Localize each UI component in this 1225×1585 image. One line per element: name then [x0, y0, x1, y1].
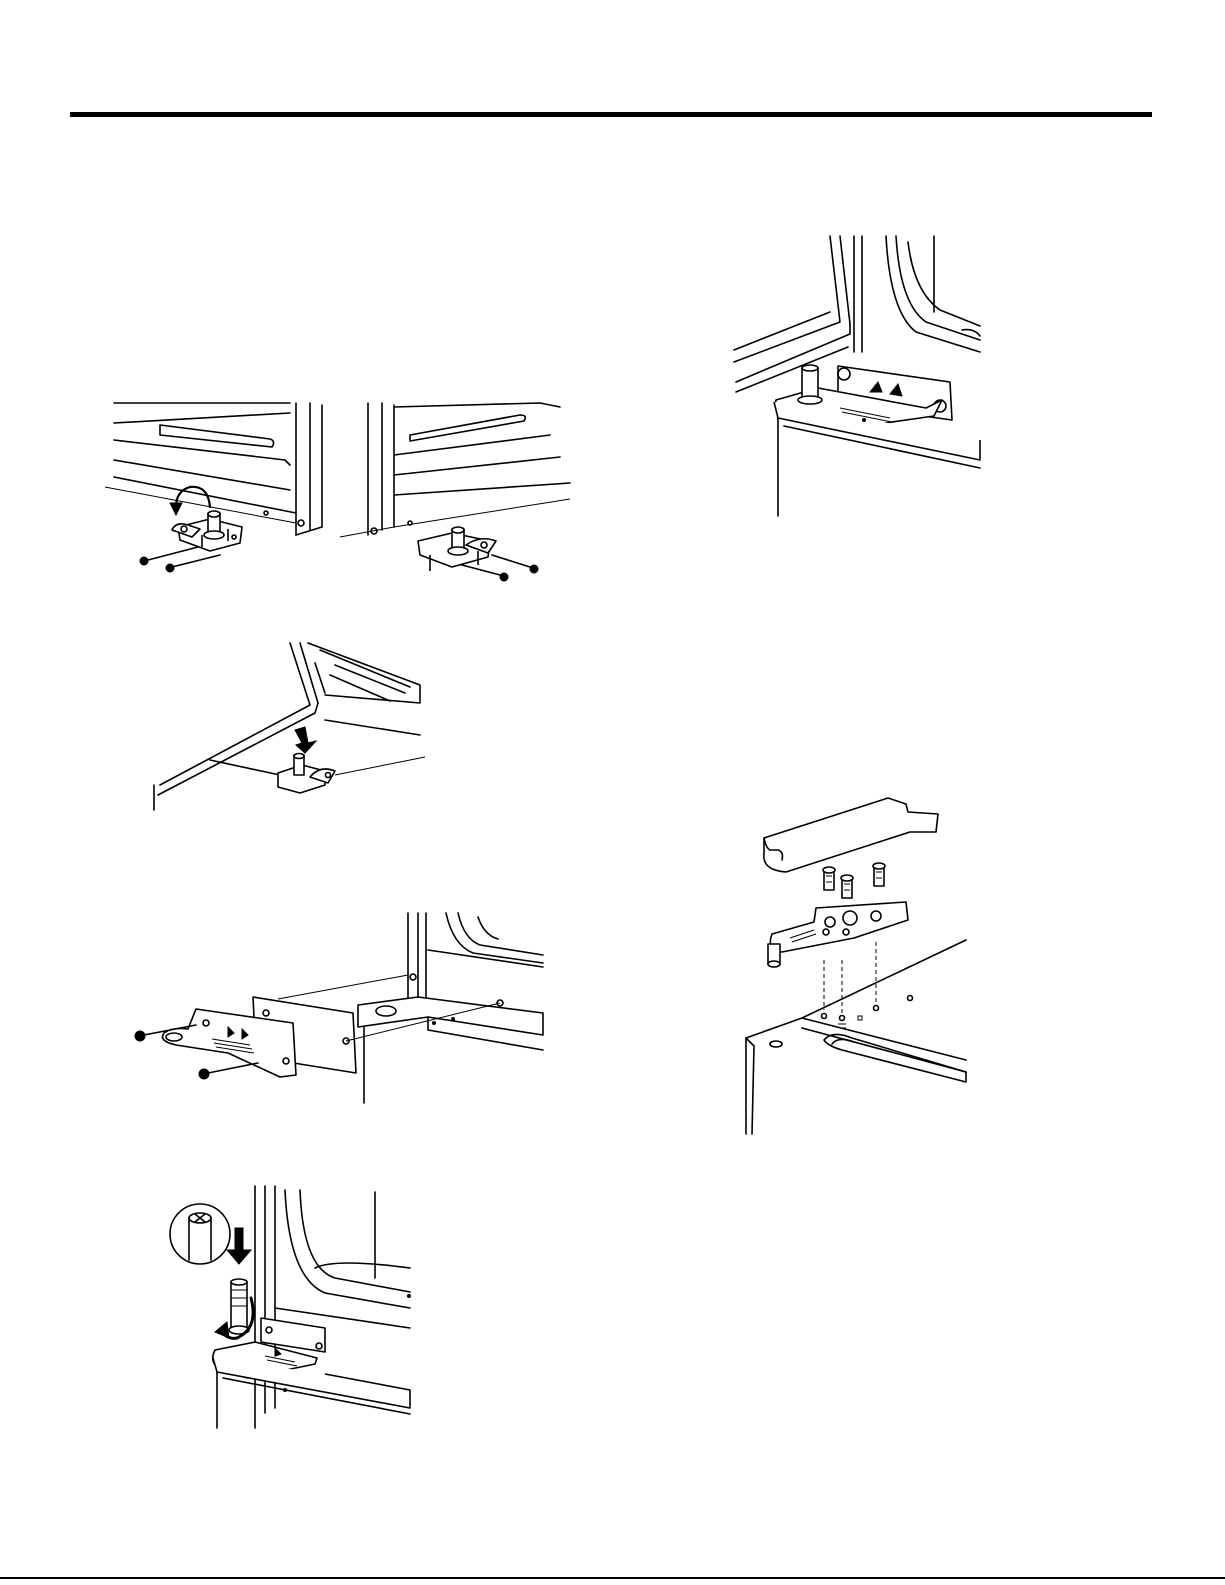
cabinet-base	[213, 1358, 410, 1428]
screw-icon	[823, 863, 885, 898]
lower-hinge-installed-figure	[730, 232, 992, 517]
cabinet-top	[746, 940, 966, 1134]
top-hinge-exploded-figure	[742, 790, 977, 1140]
top-hinge-plate	[768, 902, 908, 967]
hinge-reversal-figure	[100, 395, 580, 580]
hinge-pin-icon	[278, 754, 425, 794]
hinge-plate-icon	[213, 1318, 325, 1585]
cabinet-right-view	[340, 403, 570, 537]
cabinet-corner	[358, 913, 543, 1103]
footer-rule	[0, 1577, 1225, 1579]
top-hinge-cover-icon	[764, 798, 938, 872]
hinge-bracket-icon	[418, 527, 496, 571]
hinge-pin-transfer-figure	[165, 1178, 415, 1433]
cabinet-corner	[854, 236, 980, 352]
door-down-arrow-icon	[295, 727, 316, 753]
rotate-arrow-icon	[170, 487, 210, 515]
hinge-pin-icon	[229, 1279, 249, 1334]
hinge-bracket-icon	[172, 511, 242, 551]
door-edge	[734, 236, 850, 392]
header-rule	[70, 112, 1152, 117]
magnifier-inset	[170, 1204, 230, 1264]
door-lowered-figure	[150, 635, 435, 820]
lower-hinge-plate-figure	[128, 905, 548, 1105]
